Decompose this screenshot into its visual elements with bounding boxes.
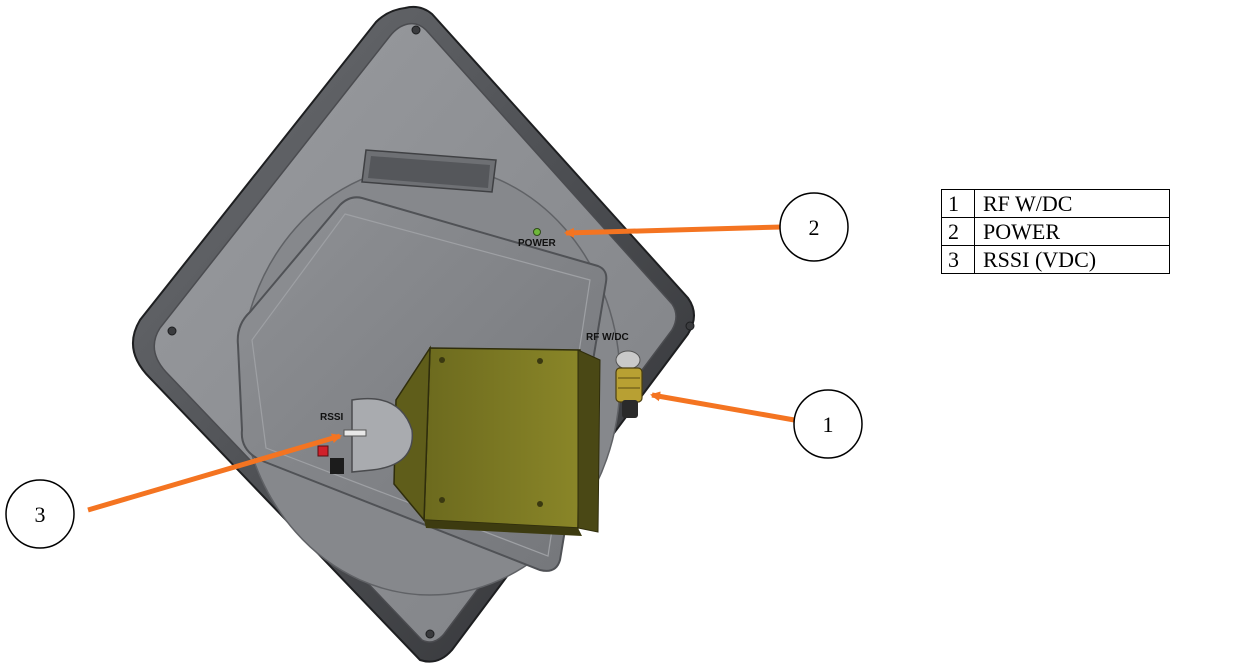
- svg-text:2: 2: [809, 215, 820, 240]
- svg-text:1: 1: [823, 412, 834, 437]
- callout-arrow-1: [652, 395, 800, 421]
- rssi-pin: [344, 430, 366, 436]
- legend-number: 1: [942, 190, 975, 218]
- mounting-bracket: [394, 348, 600, 536]
- power-led-icon: [534, 229, 541, 236]
- legend-label: RF W/DC: [975, 190, 1170, 218]
- callout-circle-2: 2: [780, 193, 848, 261]
- legend-number: 3: [942, 246, 975, 274]
- legend-row: 3 RSSI (VDC): [942, 246, 1170, 274]
- legend-label: POWER: [975, 218, 1170, 246]
- legend-table: 1 RF W/DC 2 POWER 3 RSSI (VDC): [941, 189, 1170, 274]
- rssi-device-label: RSSI: [320, 412, 344, 423]
- power-device-label: POWER: [518, 238, 557, 249]
- legend-row: 1 RF W/DC: [942, 190, 1170, 218]
- svg-text:3: 3: [35, 502, 46, 527]
- callout-circle-3: 3: [6, 480, 74, 548]
- legend-label: RSSI (VDC): [975, 246, 1170, 274]
- callout-circle-1: 1: [794, 390, 862, 458]
- legend-number: 2: [942, 218, 975, 246]
- legend-row: 2 POWER: [942, 218, 1170, 246]
- rf-device-label: RF W/DC: [586, 332, 629, 343]
